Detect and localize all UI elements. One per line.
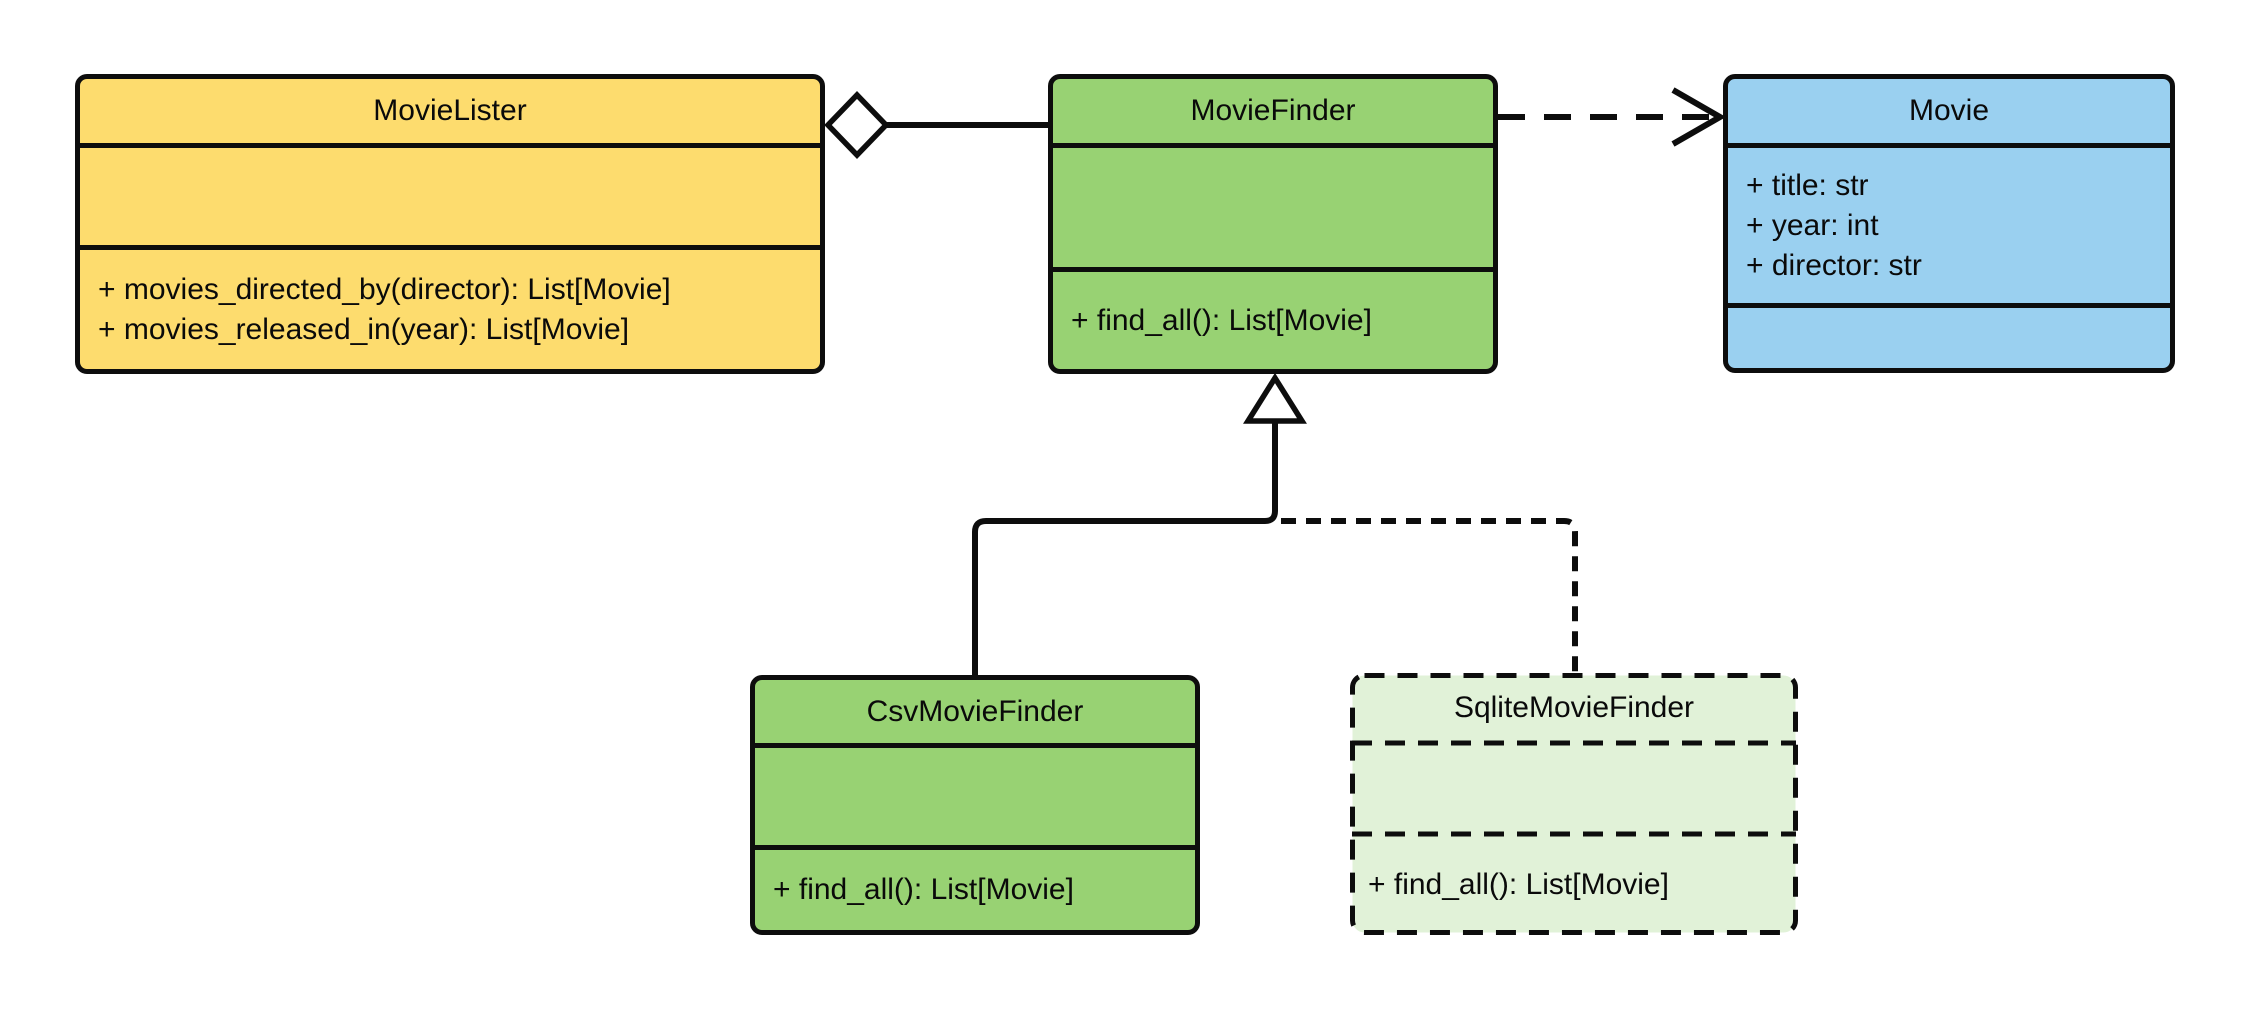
method-item: + find_all(): List[Movie]: [1368, 867, 1669, 901]
generalization-dashed-branch-line: [1281, 518, 1578, 673]
method-item: + movies_released_in(year): List[Movie]: [98, 312, 630, 346]
generalization-triangle-icon: [1243, 372, 1307, 424]
class-sqlitemoviefinder: SqliteMovieFinder + find_all(): List[Mov…: [1350, 673, 1798, 935]
class-title: MovieFinder: [1190, 94, 1356, 127]
attributes-section: [1053, 143, 1493, 267]
class-title: CsvMovieFinder: [866, 694, 1084, 728]
attribute-item: + title: str: [1746, 168, 1869, 202]
attributes-section: + title: str + year: int + director: str: [1728, 143, 2170, 303]
methods-section: + find_all(): List[Movie]: [1053, 267, 1493, 369]
attribute-item: + year: int: [1746, 208, 1879, 242]
attribute-item: + director: str: [1746, 248, 1922, 282]
methods-section: [1728, 303, 2170, 368]
class-csvmoviefinder: CsvMovieFinder + find_all(): List[Movie]: [750, 675, 1200, 935]
class-moviefinder: MovieFinder + find_all(): List[Movie]: [1048, 74, 1498, 374]
aggregation-connector: [824, 91, 1048, 159]
dependency-arrowhead-icon: [1671, 87, 1727, 147]
dependency-connector: [1498, 87, 1727, 147]
method-item: + find_all(): List[Movie]: [773, 873, 1074, 906]
method-item: + find_all(): List[Movie]: [1071, 303, 1372, 337]
class-movie: Movie + title: str + year: int + directo…: [1723, 74, 2175, 373]
class-title: SqliteMovieFinder: [1453, 691, 1695, 724]
attributes-section: [80, 143, 820, 245]
aggregation-diamond-icon: [824, 91, 890, 159]
generalization-solid-branch-line: [972, 421, 1278, 675]
class-title: MovieLister: [373, 94, 527, 127]
sqlite-box-border: [1350, 673, 1798, 935]
generalization-connector: [972, 372, 1578, 675]
attributes-section: [1350, 743, 1798, 834]
attributes-section: [755, 743, 1195, 845]
method-item: + movies_directed_by(director): List[Mov…: [98, 272, 671, 306]
class-movielister: MovieLister + movies_directed_by(directo…: [75, 74, 825, 374]
methods-section: + movies_directed_by(director): List[Mov…: [80, 245, 820, 369]
methods-section: + find_all(): List[Movie]: [1350, 834, 1798, 935]
class-title: Movie: [1908, 94, 1990, 127]
methods-section: + find_all(): List[Movie]: [755, 845, 1195, 930]
sqlite-movie-finder-outline: [1350, 673, 1798, 935]
